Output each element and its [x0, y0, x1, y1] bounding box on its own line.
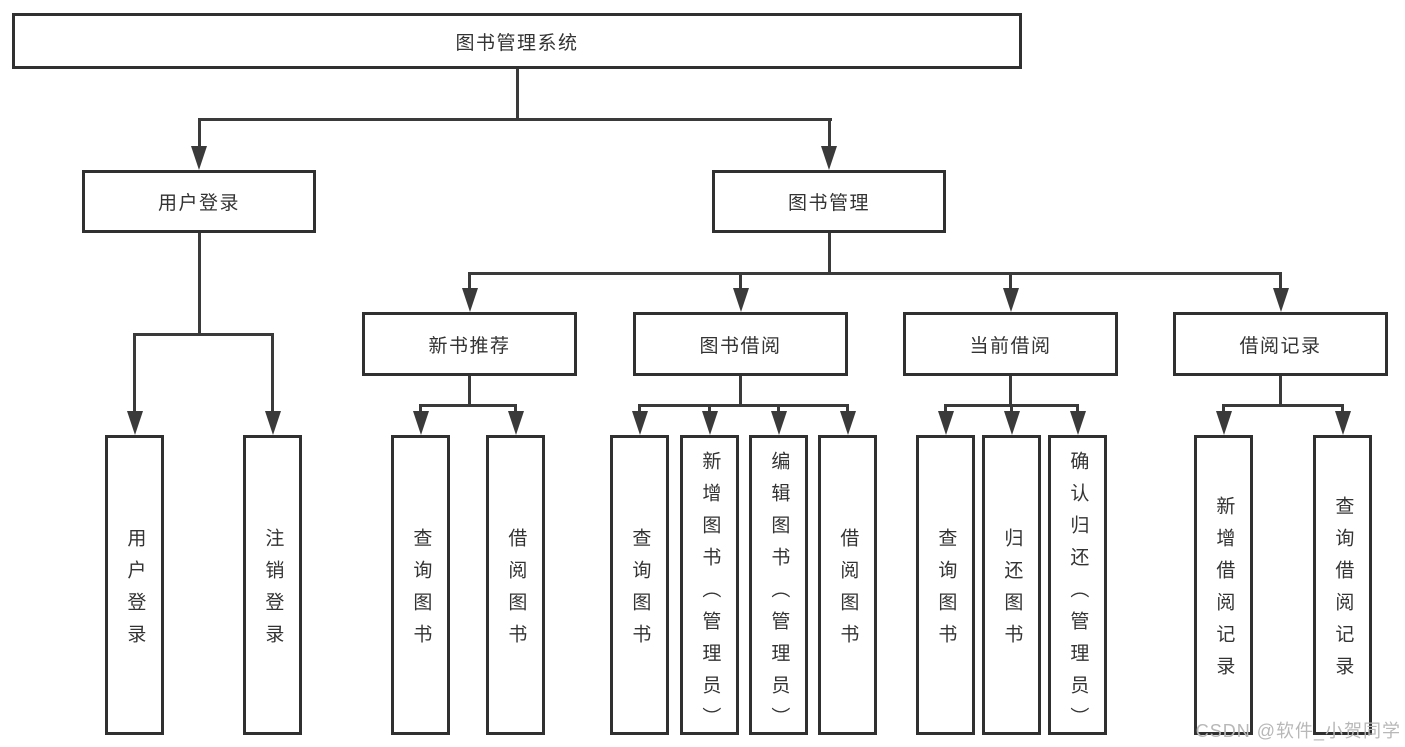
node-bb-edit-book-admin-label: 编辑图书（管理员）	[768, 451, 790, 739]
node-book-borrow: 图书借阅	[633, 312, 848, 376]
arrowhead-down-icon	[702, 411, 718, 435]
arrowhead-down-icon	[1335, 411, 1351, 435]
node-leaf-logout: 注销登录	[243, 435, 302, 735]
arrowhead-down-icon	[1003, 288, 1019, 312]
arrowhead-down-icon	[771, 411, 787, 435]
node-bb-borrow-book: 借阅图书	[818, 435, 877, 735]
connector-vline	[1279, 376, 1282, 407]
connector-vline	[468, 272, 471, 292]
arrowhead-down-icon	[127, 411, 143, 435]
node-new-book-recommend: 新书推荐	[362, 312, 577, 376]
connector-vline	[516, 69, 519, 119]
node-rec-query-book-label: 查询图书	[410, 527, 432, 656]
node-user-login-label: 用户登录	[157, 193, 240, 214]
node-br-add-record: 新增借阅记录	[1194, 435, 1253, 735]
node-current-borrow-label: 当前借阅	[969, 335, 1052, 357]
connector-vline	[198, 233, 201, 335]
arrowhead-down-icon	[632, 411, 648, 435]
connector-hline	[468, 272, 1282, 275]
arrowhead-down-icon	[462, 288, 478, 312]
node-bb-borrow-book-label: 借阅图书	[837, 527, 859, 656]
node-borrow-records: 借阅记录	[1173, 312, 1388, 376]
connector-vline	[739, 376, 742, 407]
connector-vline	[1009, 272, 1012, 292]
connector-vline	[638, 404, 641, 416]
arrowhead-down-icon	[1273, 288, 1289, 312]
arrowhead-down-icon	[1216, 411, 1232, 435]
node-leaf-user-login: 用户登录	[105, 435, 164, 735]
arrowhead-down-icon	[938, 411, 954, 435]
connector-vline	[1009, 376, 1012, 407]
node-root-label: 图书管理系统	[455, 32, 579, 54]
connector-hline	[133, 333, 274, 336]
connector-vline	[468, 376, 471, 407]
node-rec-borrow-book: 借阅图书	[486, 435, 545, 735]
node-bb-add-book-admin-label: 新增图书（管理员）	[699, 451, 721, 739]
node-book-management: 图书管理	[712, 170, 946, 233]
node-bb-query-book-label: 查询图书	[629, 527, 651, 656]
node-leaf-user-login-label: 用户登录	[124, 527, 146, 656]
arrowhead-down-icon	[508, 411, 524, 435]
node-rec-borrow-book-label: 借阅图书	[505, 527, 527, 656]
connector-vline	[271, 333, 274, 415]
connector-vline	[708, 404, 711, 416]
node-bb-add-book-admin: 新增图书（管理员）	[680, 435, 739, 739]
node-current-borrow: 当前借阅	[903, 312, 1118, 376]
arrowhead-down-icon	[821, 146, 837, 170]
node-book-management-label: 图书管理	[787, 193, 870, 214]
node-bb-edit-book-admin: 编辑图书（管理员）	[749, 435, 808, 739]
node-cb-query-book-label: 查询图书	[935, 527, 957, 656]
node-br-add-record-label: 新增借阅记录	[1213, 495, 1235, 688]
arrowhead-down-icon	[1004, 411, 1020, 435]
node-cb-confirm-return-admin-label: 确认归还（管理员）	[1067, 451, 1089, 739]
arrowhead-down-icon	[413, 411, 429, 435]
node-new-book-recommend-label: 新书推荐	[428, 335, 511, 357]
node-borrow-records-label: 借阅记录	[1239, 335, 1322, 357]
connector-vline	[133, 333, 136, 415]
node-br-query-record-label: 查询借阅记录	[1332, 495, 1354, 688]
node-cb-return-book-label: 归还图书	[1001, 527, 1023, 656]
node-user-login: 用户登录	[82, 170, 316, 233]
connector-hline	[1222, 404, 1344, 407]
connector-vline	[846, 404, 849, 416]
connector-vline	[1076, 404, 1079, 416]
node-cb-return-book: 归还图书	[982, 435, 1041, 735]
connector-vline	[419, 404, 422, 416]
node-bb-query-book: 查询图书	[610, 435, 669, 735]
node-book-borrow-label: 图书借阅	[699, 335, 782, 357]
node-cb-query-book: 查询图书	[916, 435, 975, 735]
arrowhead-down-icon	[265, 411, 281, 435]
connector-vline	[1010, 404, 1013, 416]
connector-vline	[828, 118, 831, 150]
csdn-watermark: CSDN @软件_小贺同学	[1195, 721, 1401, 741]
arrowhead-down-icon	[1070, 411, 1086, 435]
node-br-query-record: 查询借阅记录	[1313, 435, 1372, 735]
arrowhead-down-icon	[840, 411, 856, 435]
connector-vline	[777, 404, 780, 416]
connector-vline	[739, 272, 742, 292]
node-root: 图书管理系统	[12, 13, 1022, 69]
connector-vline	[1222, 404, 1225, 416]
connector-vline	[828, 233, 831, 275]
connector-hline	[638, 404, 849, 407]
connector-vline	[514, 404, 517, 416]
connector-vline	[1341, 404, 1344, 416]
connector-vline	[1279, 272, 1282, 292]
connector-hline	[198, 118, 832, 121]
connector-vline	[944, 404, 947, 416]
arrowhead-down-icon	[191, 146, 207, 170]
node-leaf-logout-label: 注销登录	[262, 527, 284, 656]
node-rec-query-book: 查询图书	[391, 435, 450, 735]
connector-vline	[198, 118, 201, 150]
node-cb-confirm-return-admin: 确认归还（管理员）	[1048, 435, 1107, 739]
arrowhead-down-icon	[733, 288, 749, 312]
connector-hline	[419, 404, 517, 407]
